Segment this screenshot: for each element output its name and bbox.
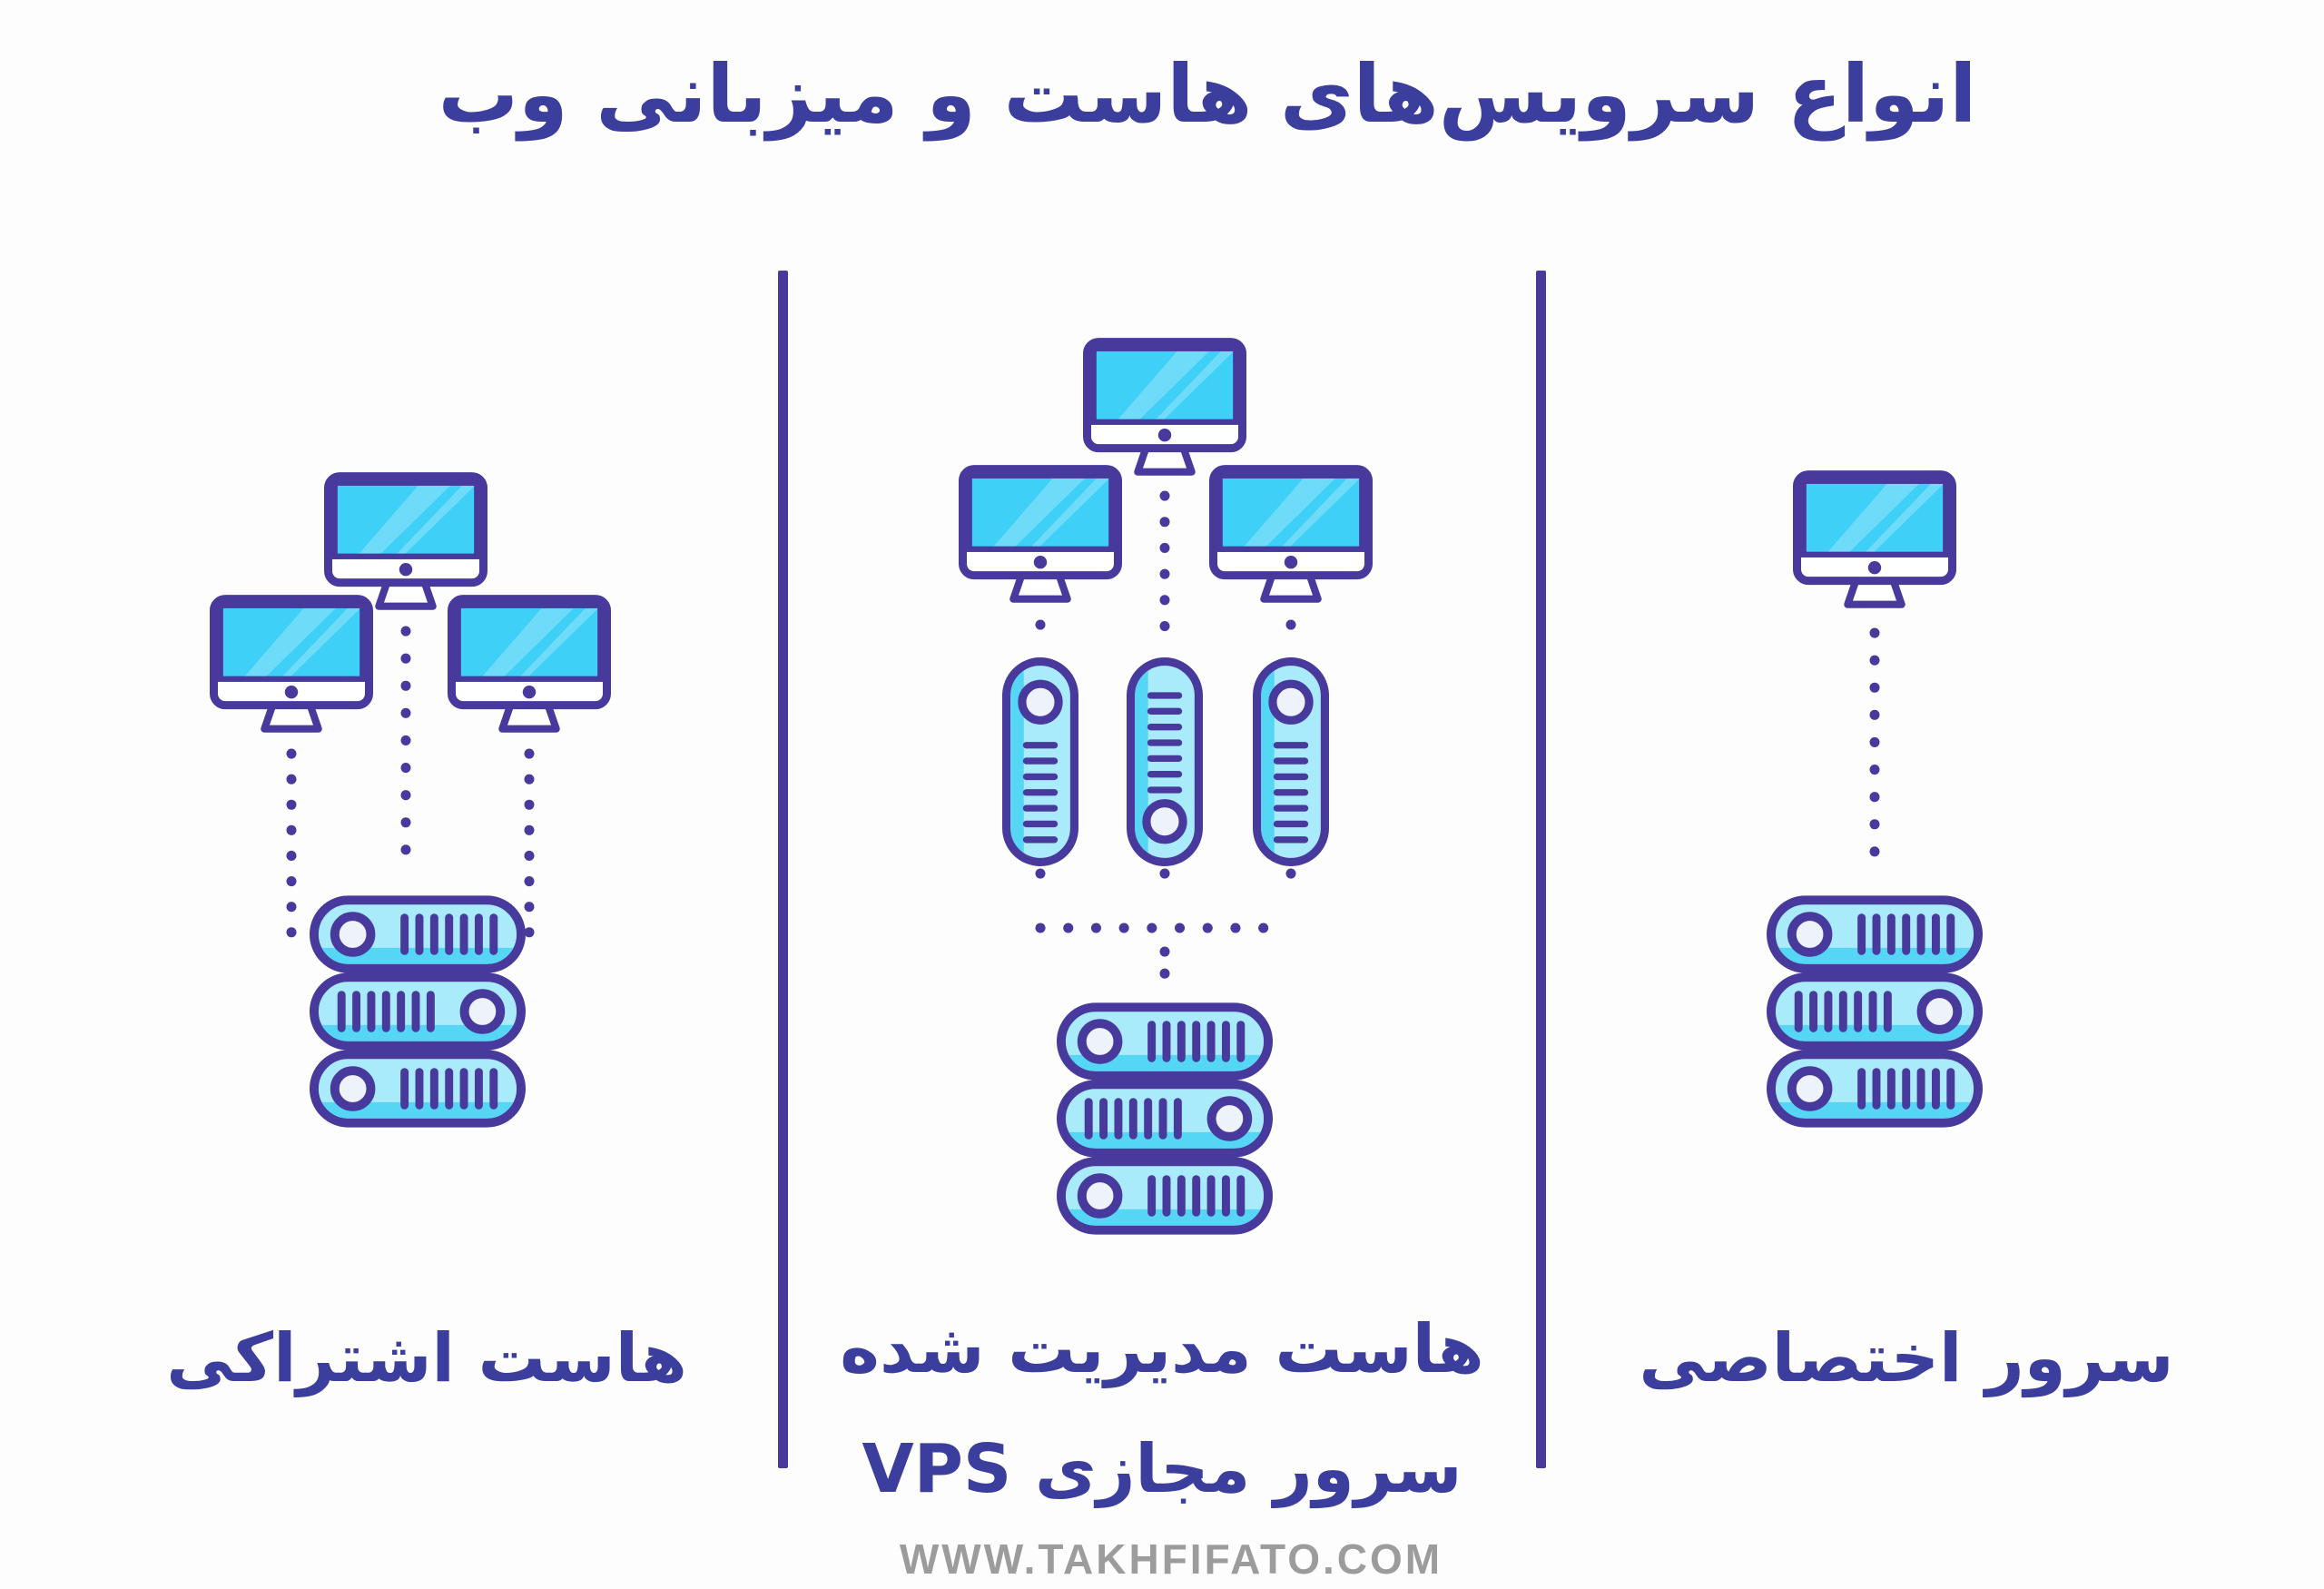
column-label-dedicated-server: سرور اختصاصی [1639, 1319, 2174, 1397]
server-rack-unit-icon [1061, 1161, 1268, 1229]
server-rack-unit-icon [1771, 977, 1978, 1045]
server-rack-unit-icon [1771, 900, 1978, 968]
vps-capsule-icon [1257, 662, 1325, 863]
dedicated-server-diagram [1771, 475, 1978, 1123]
server-rack-unit-icon [1061, 1007, 1268, 1075]
imac-monitor-icon [214, 599, 369, 729]
page-title: انواع سرویس‌های هاست و میزبانی وب [438, 47, 1977, 141]
imac-monitor-icon [329, 477, 484, 607]
server-rack-unit-icon [1061, 1084, 1268, 1152]
website-watermark: WWW.TAKHFIFATO.COM [899, 1535, 1443, 1583]
vps-capsule-icon [1007, 662, 1075, 863]
shared-hosting-diagram [214, 477, 607, 1123]
server-rack-unit-icon [314, 977, 521, 1045]
imac-monitor-icon [1214, 469, 1369, 599]
server-rack-unit-icon [314, 1054, 521, 1122]
imac-monitor-icon [1088, 342, 1243, 472]
managed-vps-diagram [963, 342, 1369, 1230]
imac-monitor-icon [452, 599, 607, 729]
vps-capsule-icon [1131, 662, 1199, 863]
server-rack-unit-icon [1771, 1054, 1978, 1122]
imac-monitor-icon [963, 469, 1118, 599]
column-divider-right [1536, 271, 1546, 1468]
imac-monitor-icon [1797, 475, 1953, 605]
server-rack-unit-icon [314, 900, 521, 968]
column-label-managed-hosting-line1: هاست مدیریت شده [840, 1310, 1484, 1388]
column-label-managed-hosting-line2: سرور مجازی VPS [862, 1430, 1462, 1508]
column-label-shared-hosting: هاست اشتراکی [166, 1319, 687, 1397]
column-divider-left [778, 271, 788, 1468]
